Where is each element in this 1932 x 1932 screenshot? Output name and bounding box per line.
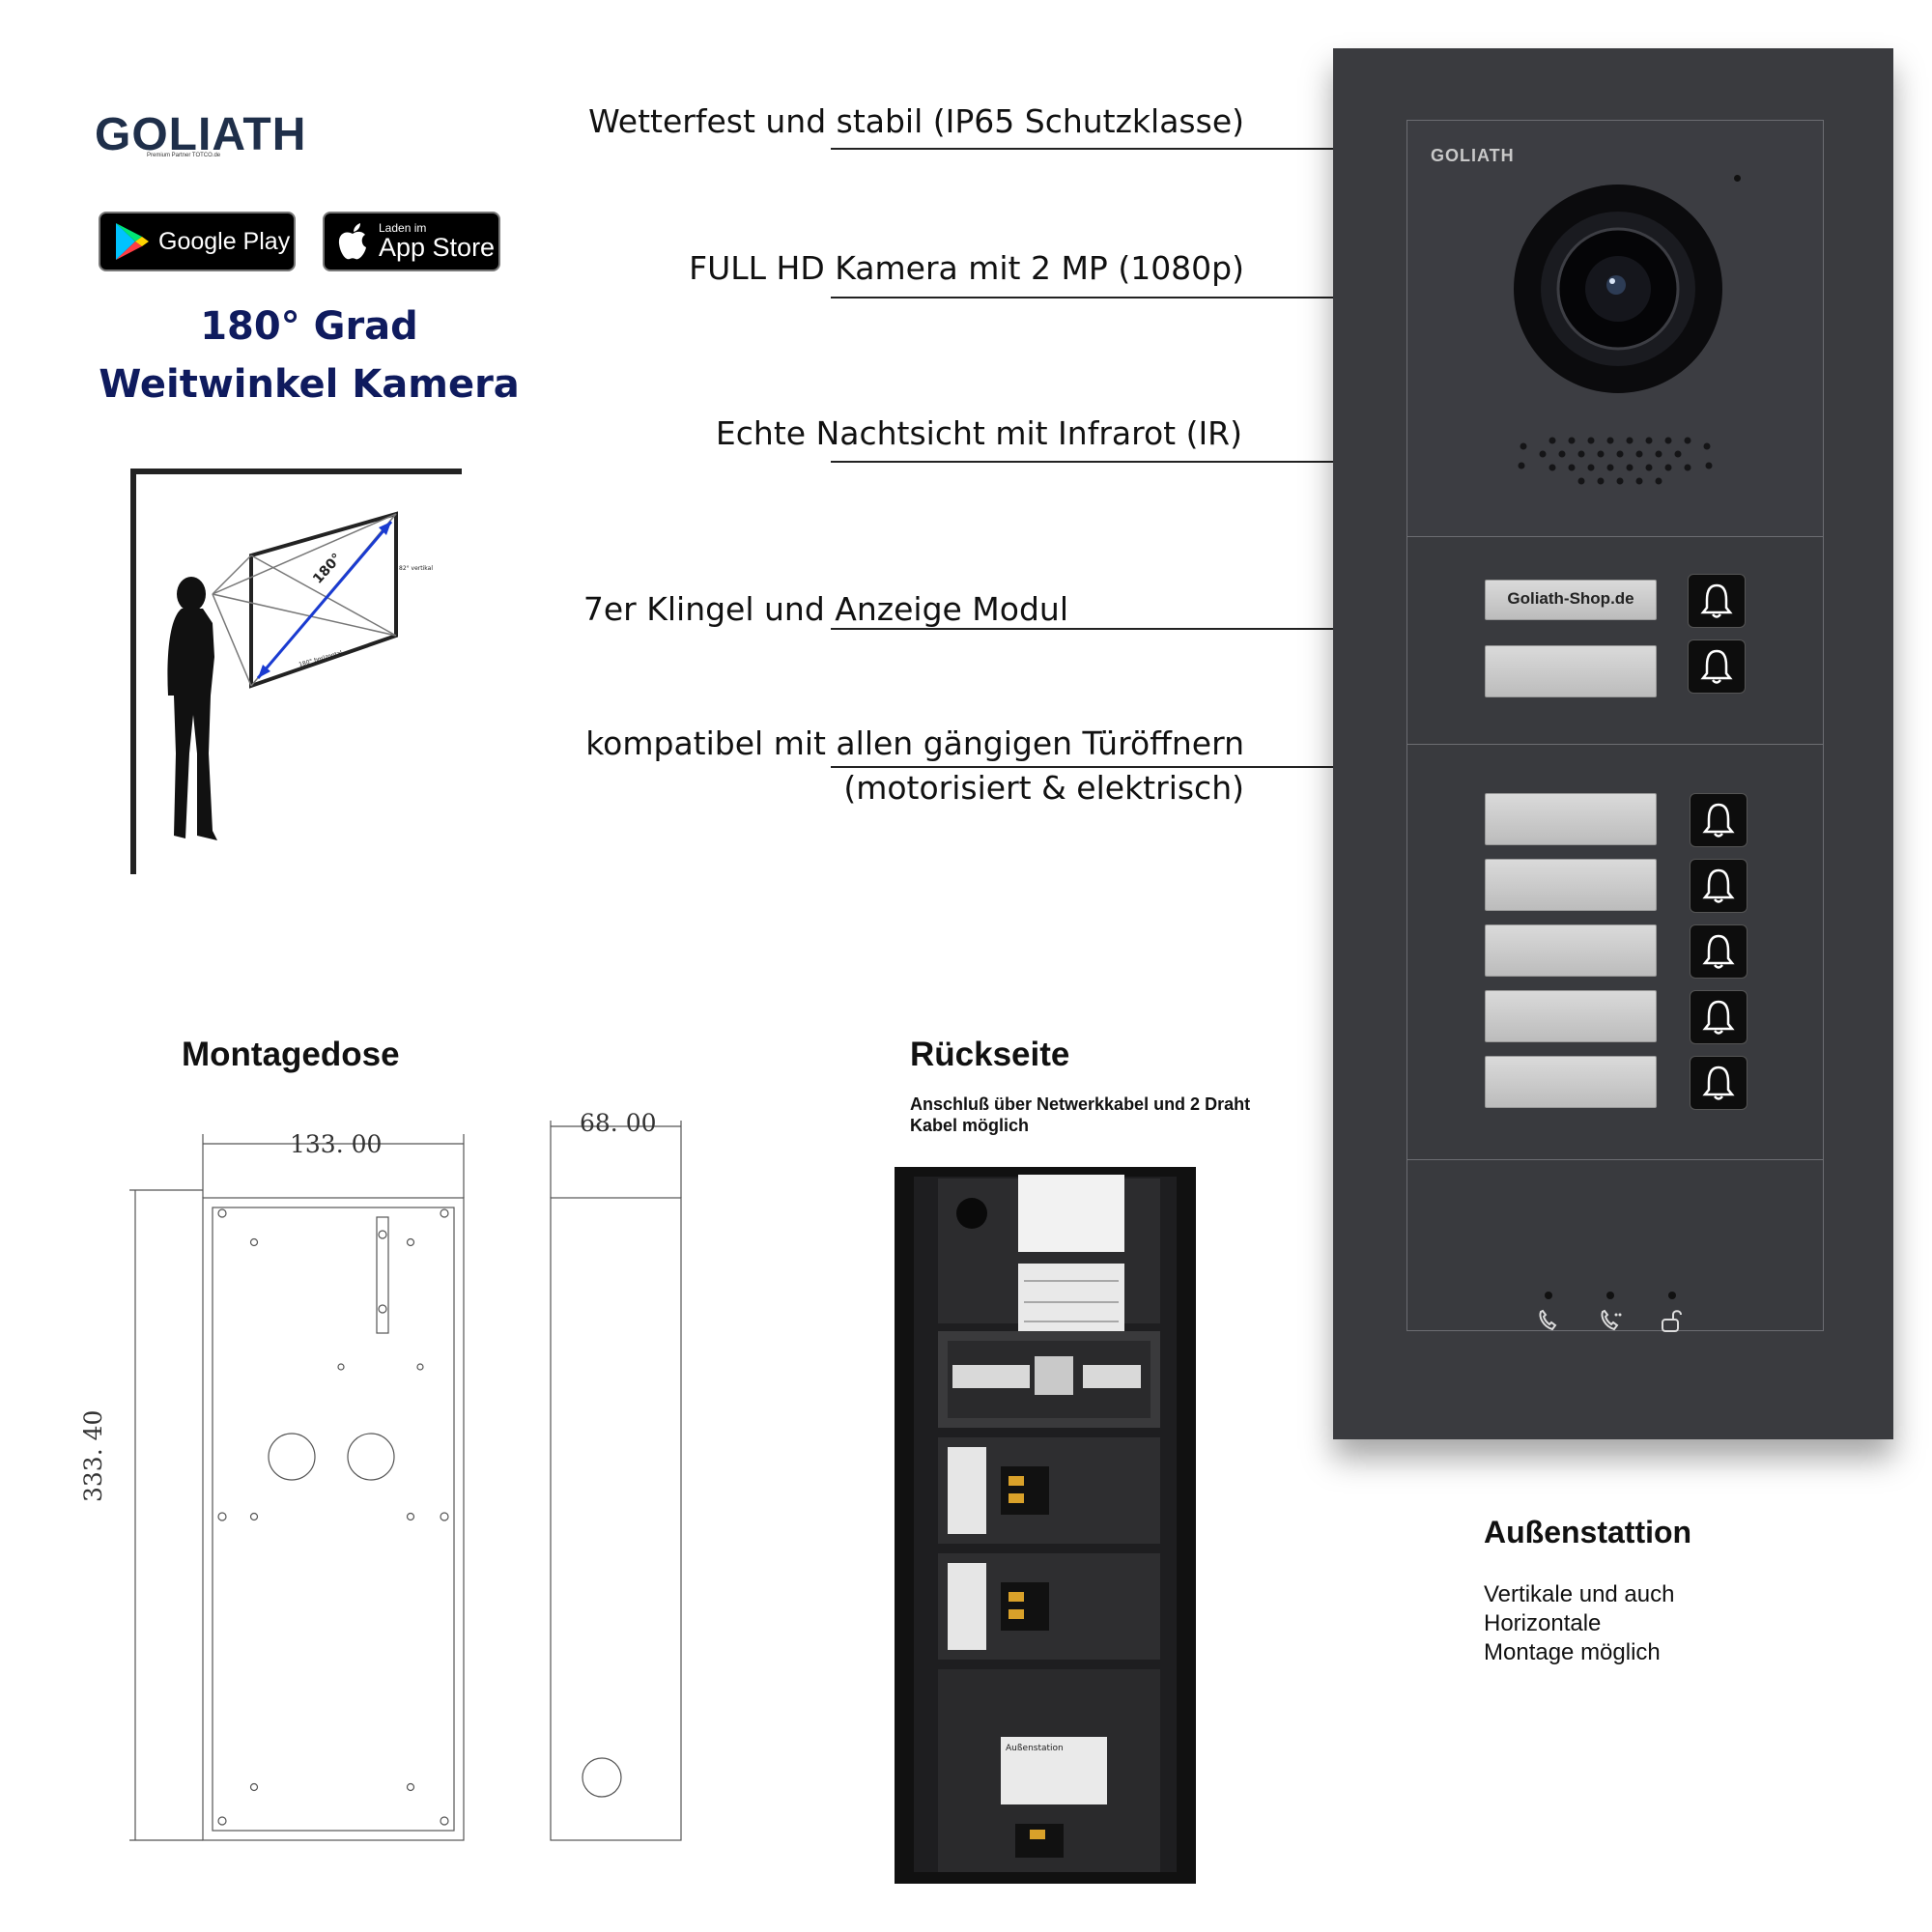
mounting-box-title: Montagedose — [182, 1036, 400, 1073]
feature-night-vision: Echte Nachtsicht mit Infrarot (IR) — [715, 414, 1242, 452]
mounting-box-drawing — [129, 1121, 682, 1841]
back-note: Anschluß über Netwerkkabel und 2 Draht K… — [910, 1094, 1251, 1135]
back-title: Rückseite — [910, 1036, 1070, 1073]
app-store-label: App Store — [379, 233, 496, 262]
google-play-badge[interactable]: Google Play — [99, 212, 296, 271]
person-silhouette — [167, 577, 217, 840]
feature-leader-line — [831, 628, 1333, 630]
feature-bell-module: 7er Klingel und Anzeige Modul — [582, 590, 1068, 628]
bell-icon — [1702, 868, 1735, 903]
outdoor-title: Außenstattion — [1484, 1515, 1692, 1549]
mounting-box-depth: 68. 00 — [580, 1109, 657, 1137]
bell-icon — [1700, 583, 1733, 618]
wide-angle-diagram: 180° 82° vertikal 180° horizontal — [130, 469, 462, 874]
mounting-box-height: 333. 40 — [79, 1409, 107, 1502]
google-play-icon — [116, 223, 149, 260]
call-icon — [1539, 1309, 1557, 1331]
bell-icon — [1702, 1065, 1735, 1100]
back-photo: Außenstation — [895, 1167, 1196, 1884]
nameplate-5 — [1485, 924, 1657, 977]
bell-button-3[interactable] — [1690, 793, 1747, 847]
wide-angle-line1: 180° Grad — [200, 304, 418, 349]
ir-sensor — [1734, 175, 1741, 182]
feature-leader-line — [831, 297, 1333, 298]
feature-leader-line — [831, 461, 1333, 463]
outdoor-line3: Montage möglich — [1484, 1639, 1661, 1665]
wide-angle-line2: Weitwinkel Kamera — [99, 362, 520, 407]
outdoor-line2: Horizontale — [1484, 1610, 1602, 1636]
feature-weatherproof: Wetterfest und stabil (IP65 Schutzklasse… — [588, 102, 1244, 140]
nameplate-4 — [1485, 859, 1657, 911]
brand-logo: GOLIATH — [95, 109, 307, 160]
panel-logo: GOLIATH — [1431, 146, 1515, 165]
nameplate-1: Goliath-Shop.de — [1485, 580, 1657, 620]
app-store-badge[interactable]: Laden im App Store — [323, 212, 500, 271]
bell-icon — [1700, 649, 1733, 684]
wide-angle-title: 180° Grad Weitwinkel Kamera — [97, 298, 522, 413]
status-led — [1545, 1292, 1552, 1299]
feature-leader-line — [831, 148, 1333, 150]
speaker-grille — [1518, 437, 1713, 485]
feature-door-opener: kompatibel mit allen gängigen Türöffnern — [585, 724, 1244, 762]
bell-button-1[interactable] — [1688, 574, 1746, 628]
bell-module-5 — [1406, 744, 1824, 1209]
feature-camera: FULL HD Kamera mit 2 MP (1080p) — [689, 249, 1244, 287]
diagram-horizontal-label: 180° horizontal — [298, 649, 344, 668]
camera-lens — [1514, 185, 1722, 393]
mounting-box-width: 133. 00 — [290, 1130, 383, 1158]
unlock-icon — [1662, 1310, 1682, 1332]
bell-button-5[interactable] — [1690, 924, 1747, 979]
outdoor-description: Vertikale und auch Horizontale Montage m… — [1484, 1580, 1674, 1667]
talk-icon — [1601, 1309, 1622, 1331]
nameplate-7 — [1485, 1056, 1657, 1108]
bell-button-7[interactable] — [1690, 1056, 1747, 1110]
apple-icon — [338, 223, 366, 260]
nameplate-2 — [1485, 645, 1657, 697]
bell-icon — [1702, 934, 1735, 969]
feature-door-opener-detail: (motorisiert & elektrisch) — [843, 769, 1244, 807]
nameplate-6 — [1485, 990, 1657, 1042]
outdoor-line1: Vertikale und auch — [1484, 1581, 1675, 1607]
bell-icon — [1702, 1000, 1735, 1035]
outdoor-station-panel: GOLIATH Goliath-Shop.de — [1333, 48, 1893, 1439]
brand-logo-subtitle: Premium Partner TOTCO.de — [147, 153, 221, 158]
wall-corner — [130, 469, 462, 874]
angle-arrow — [256, 521, 393, 679]
nameplate-3 — [1485, 793, 1657, 845]
status-led — [1606, 1292, 1614, 1299]
diagram-vertical-label: 82° vertikal — [399, 565, 433, 572]
bell-module-2: Goliath-Shop.de — [1406, 536, 1824, 747]
bell-button-2[interactable] — [1688, 639, 1746, 694]
app-store-small-label: Laden im — [379, 221, 427, 235]
status-led — [1668, 1292, 1676, 1299]
feature-leader-line — [831, 766, 1333, 768]
status-module — [1406, 1159, 1824, 1332]
bell-button-4[interactable] — [1690, 859, 1747, 913]
google-play-label: Google Play — [158, 227, 291, 255]
bell-button-6[interactable] — [1690, 990, 1747, 1044]
camera-module: GOLIATH — [1406, 120, 1824, 537]
back-label-text: Außenstation — [1006, 1744, 1064, 1753]
bell-icon — [1702, 803, 1735, 838]
